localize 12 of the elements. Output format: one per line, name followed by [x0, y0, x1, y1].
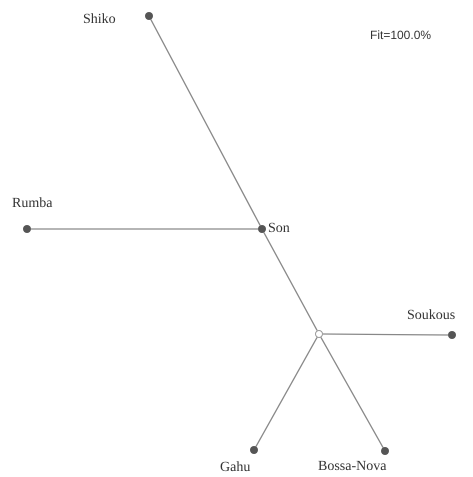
tree-branch: [263, 232, 318, 331]
tree-branch: [320, 337, 384, 448]
tree-branch: [150, 19, 261, 226]
tree-branch: [323, 333, 448, 336]
fit-note: Fit=100.0%: [370, 28, 432, 42]
taxon-label: Bossa-Nova: [318, 459, 386, 475]
taxon-label: Gahu: [220, 460, 250, 476]
taxon-label: Rumba: [12, 196, 52, 212]
taxon-label: Shiko: [83, 12, 116, 28]
taxon-label: Soukous: [407, 308, 456, 324]
taxon-label: Son: [268, 221, 290, 237]
tree-branch: [31, 228, 258, 230]
